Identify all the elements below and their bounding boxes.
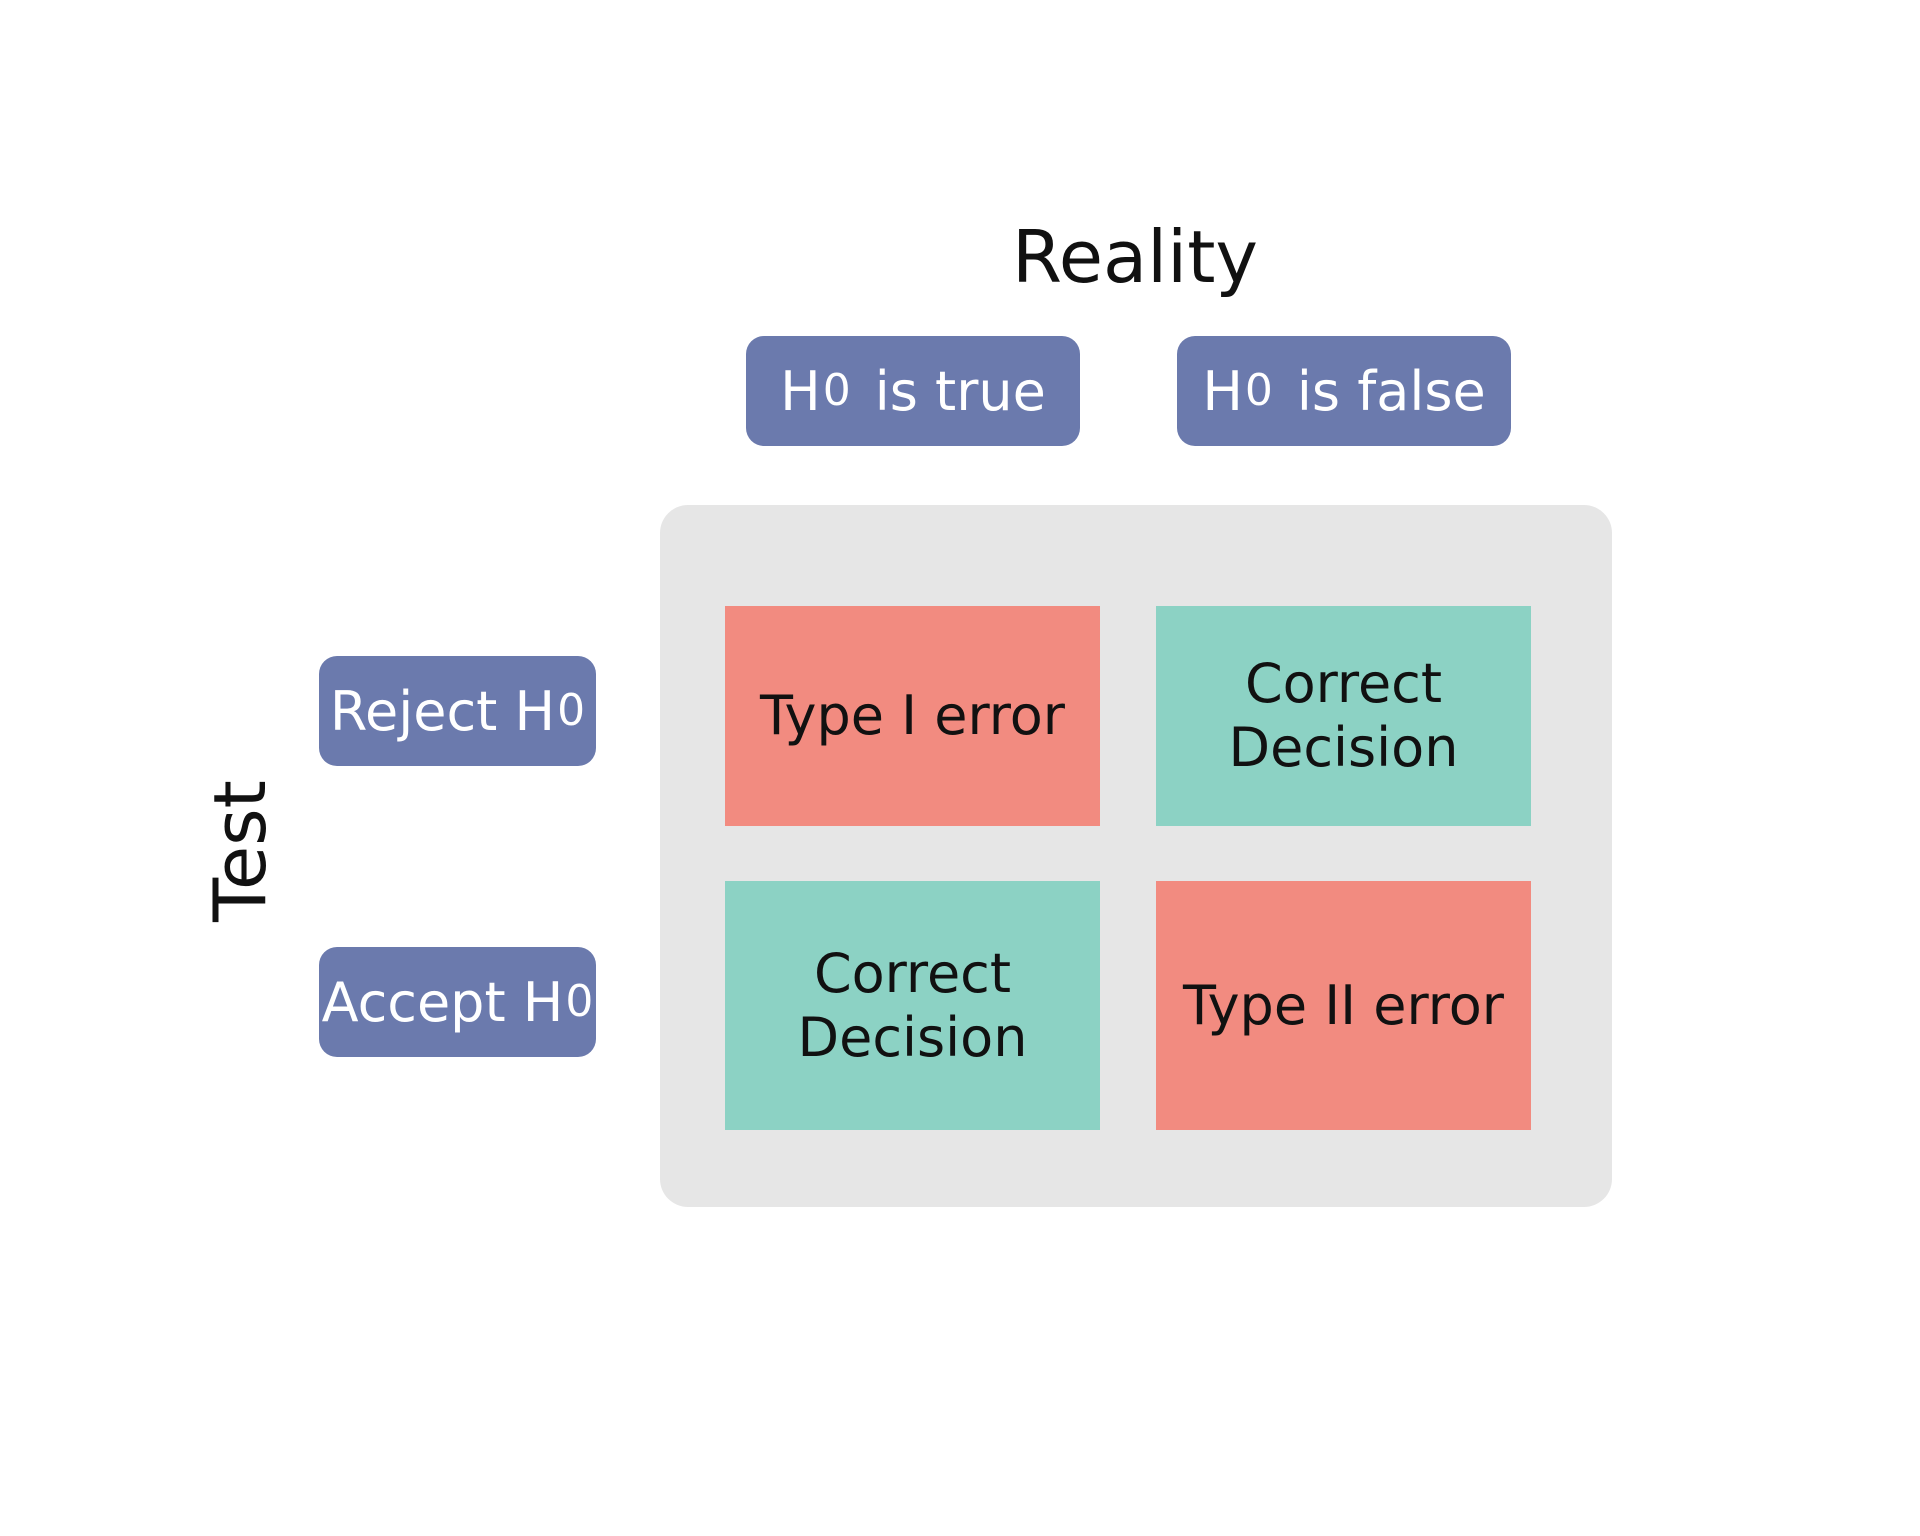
cell-type-ii-error: Type II error — [1156, 881, 1531, 1130]
column-header-h0-true-prefix: H — [780, 359, 821, 423]
cell-correct-decision-reject-line2: Decision — [1228, 716, 1459, 779]
column-header-h0-false-suffix: is false — [1296, 359, 1486, 423]
cell-correct-decision-reject-line1: Correct — [1244, 652, 1443, 715]
decision-matrix: Type I error Correct Decision Correct De… — [660, 505, 1612, 1207]
row-header-accept-h0-prefix: Accept H — [321, 970, 564, 1034]
test-label: Test — [198, 780, 282, 922]
cell-type-ii-error-line1: Type II error — [1183, 973, 1504, 1037]
cell-correct-decision-accept: Correct Decision — [725, 881, 1100, 1130]
column-header-h0-true-suffix: is true — [874, 359, 1046, 423]
cell-correct-decision-reject: Correct Decision — [1156, 606, 1531, 826]
cell-correct-decision-accept-line1: Correct — [813, 941, 1012, 1005]
row-header-reject-h0-prefix: Reject H — [329, 679, 556, 743]
cell-type-i-error: Type I error — [725, 606, 1100, 826]
cell-type-i-error-line1: Type I error — [759, 684, 1065, 747]
reality-label: Reality — [1011, 215, 1259, 299]
column-header-h0-false-prefix: H — [1202, 359, 1243, 423]
cell-correct-decision-accept-line2: Decision — [797, 1005, 1028, 1069]
